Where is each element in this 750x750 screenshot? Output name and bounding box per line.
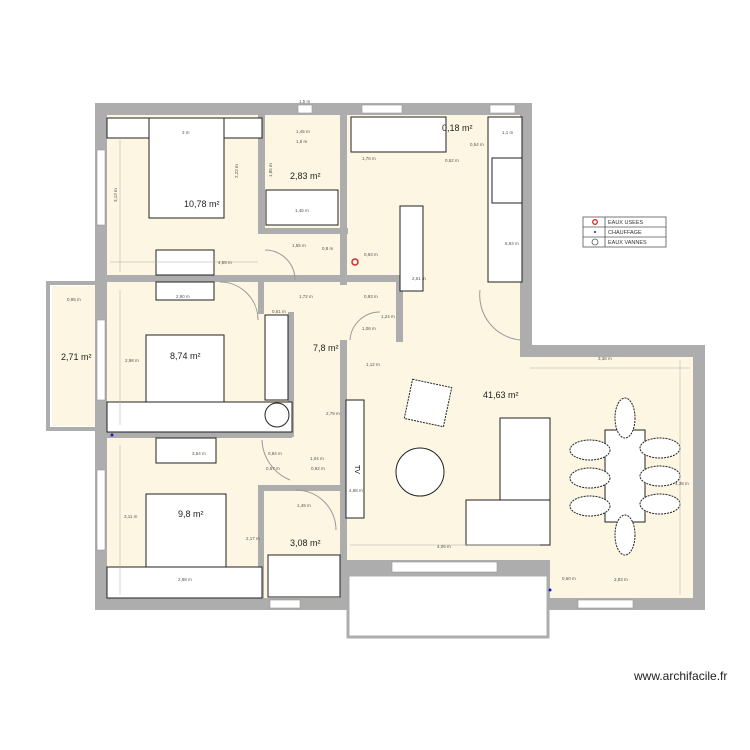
dim-label: 1,5 m	[299, 99, 311, 104]
dim-label: 1,12 m	[366, 362, 380, 367]
dim-label: 4,88 m	[349, 488, 363, 493]
dimension-labels: 1,5 m 3 m 1,45 m 1,5 m 2,23 m 3,13 m 1,8…	[67, 99, 689, 582]
dimension-lines	[110, 140, 690, 595]
area-corridor: 7,8 m²	[313, 343, 339, 353]
dim-label: 0,93 m	[364, 252, 378, 257]
legend-label: EAUX VANNES	[608, 240, 647, 246]
area-kitchen-storage: 0,18 m²	[442, 123, 473, 133]
kitchen-island	[399, 205, 424, 292]
tv-unit-2	[155, 281, 215, 301]
shower-2	[267, 554, 341, 598]
dim-label: 2,79 m	[326, 411, 340, 416]
dim-label: 1,45 m	[295, 208, 309, 213]
area-living: 41,63 m²	[483, 390, 519, 400]
dim-label: 0,52 m	[445, 158, 459, 163]
dining-table	[604, 429, 646, 523]
water-heater	[264, 402, 290, 428]
tv-stand	[345, 399, 365, 519]
wardrobe-3	[106, 566, 263, 599]
dim-label: 2,98 m	[125, 358, 139, 363]
dim-label: 1,45 m	[296, 129, 310, 134]
dim-label: 0,92 m	[311, 466, 325, 471]
eaux-usees-icon	[592, 219, 598, 225]
chauffage-icon	[594, 231, 596, 233]
tv-label: TV	[353, 465, 360, 474]
dim-label: 2,90 m	[176, 294, 190, 299]
dim-label: 1,1 m	[502, 130, 514, 135]
dim-label: 1,49 m	[297, 503, 311, 508]
dim-label: 3 m	[182, 130, 190, 135]
dim-label: 4,06 m	[437, 544, 451, 549]
wardrobe-2	[106, 401, 293, 433]
legend-label: EAUX USEES	[608, 220, 643, 226]
dim-label: 2,23 m	[234, 164, 239, 178]
area-bathroom-2: 3,08 m²	[290, 538, 321, 548]
dim-label: 4,55 m	[218, 260, 232, 265]
armchair	[403, 378, 453, 428]
dim-label: 3,11 m	[124, 514, 138, 519]
dim-label: 0,8 m	[322, 246, 334, 251]
dim-label: 2,88 m	[178, 577, 192, 582]
dim-label: 1,24 m	[381, 314, 395, 319]
area-bedroom-2: 8,74 m²	[170, 351, 201, 361]
dim-label: 0,60 m	[562, 576, 576, 581]
dim-label: 1,85 m	[268, 163, 273, 177]
dim-label: 1,76 m	[362, 156, 376, 161]
cabinet	[264, 314, 289, 401]
dim-label: 1,55 m	[292, 243, 306, 248]
tv-unit-1	[155, 249, 215, 276]
dim-label: 0,93 m	[364, 294, 378, 299]
bed-1	[148, 117, 225, 219]
cooktop	[491, 157, 523, 204]
legend: EAUX USEES CHAUFFAGE EAUX VANNES	[582, 216, 667, 248]
tv-unit-3	[155, 437, 217, 464]
sofa-chaise	[465, 499, 551, 546]
eaux-vannes-icon	[591, 238, 599, 246]
dim-label: 5,93 m	[505, 241, 519, 246]
kitchen-sink-counter	[350, 116, 447, 153]
dim-label: 1,06 m	[362, 326, 376, 331]
dim-label: 1,5 m	[296, 139, 308, 144]
dim-label: 0,61 m	[272, 309, 286, 314]
dim-label: 3,13 m	[113, 188, 118, 202]
dim-label: 0,95 m	[67, 297, 81, 302]
dim-label: 2,17 m	[246, 536, 260, 541]
dim-label: 4,38 m	[675, 481, 689, 486]
dim-label: 2,61 m	[412, 276, 426, 281]
coffee-table	[395, 447, 445, 497]
dim-label: 3,54 m	[192, 451, 206, 456]
dim-label: 0,54 m	[470, 142, 484, 147]
dim-label: 0,84 m	[268, 451, 282, 456]
area-bathroom-1: 2,83 m²	[290, 171, 321, 181]
dim-label: 1,04 m	[310, 456, 324, 461]
room-area-labels: 10,78 m² 2,83 m² 0,18 m² 8,74 m² 2,71 m²…	[61, 123, 519, 548]
watermark: www.archifacile.fr	[633, 669, 727, 683]
area-bedroom-3: 9,8 m²	[178, 509, 204, 519]
dim-label: 2,83 m	[614, 577, 628, 582]
furniture: TV	[106, 116, 681, 599]
legend-label: CHAUFFAGE	[608, 230, 642, 236]
area-bedroom-1: 10,78 m²	[184, 199, 220, 209]
shower-1	[265, 189, 339, 226]
windows	[96, 104, 634, 609]
dim-label: 1,72 m	[299, 294, 313, 299]
dim-label: 0,57 m	[266, 466, 280, 471]
area-balcony-left: 2,71 m²	[61, 352, 92, 362]
dim-label: 3,38 m	[598, 356, 612, 361]
